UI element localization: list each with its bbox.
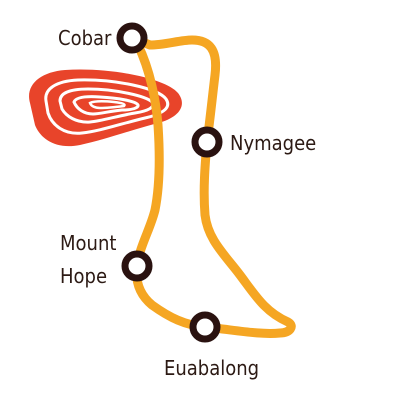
town-label-mount-hope-line2: Hope (60, 264, 107, 288)
town-label-cobar: Cobar (58, 26, 112, 50)
town-marker-euabalong[interactable] (189, 311, 221, 343)
town-label-euabalong: Euabalong (164, 356, 259, 380)
route-path (127, 33, 296, 338)
town-marker-cobar[interactable] (116, 22, 148, 54)
town-marker-nymagee[interactable] (191, 126, 223, 158)
town-marker-mount-hope[interactable] (121, 250, 153, 282)
town-label-mount-hope-line1: Mount (60, 231, 116, 255)
town-label-nymagee: Nymagee (230, 131, 316, 155)
mine-contour-icon (29, 69, 182, 147)
